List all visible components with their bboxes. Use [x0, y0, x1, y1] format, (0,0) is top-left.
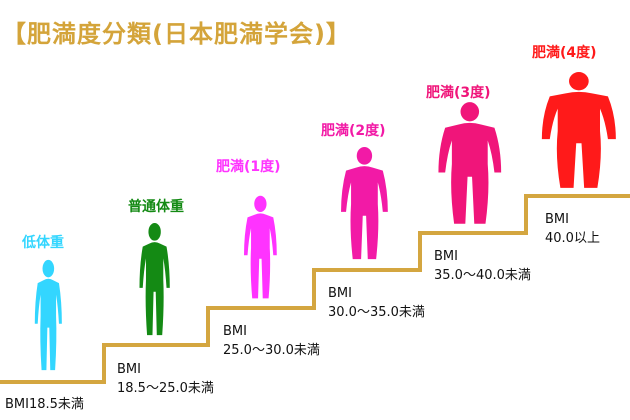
- bmi-range-line2: 25.0〜30.0未満: [223, 343, 320, 358]
- head-shape: [569, 72, 589, 91]
- person-silhouette-icon: [34, 259, 62, 371]
- category-label: 低体重: [22, 235, 64, 251]
- bmi-range-line1: BMI: [223, 324, 247, 339]
- person-silhouette-icon: [139, 222, 171, 336]
- body-shape: [438, 122, 502, 224]
- body-shape: [34, 278, 62, 371]
- head-shape: [356, 146, 372, 165]
- page-title: 【肥満度分類(日本肥満学会)】: [2, 20, 351, 48]
- bmi-range: BMI 35.0〜40.0未満: [434, 247, 531, 285]
- bmi-range: BMI 25.0〜30.0未満: [223, 322, 320, 360]
- bmi-range-line1: BMI: [434, 249, 458, 264]
- head-shape: [460, 102, 480, 122]
- body-shape: [243, 213, 277, 299]
- bmi-range-line2: 18.5〜25.0未満: [117, 381, 214, 396]
- bmi-range: BMI 30.0〜35.0未満: [328, 284, 425, 322]
- staircase-line: [0, 194, 630, 384]
- category-label: 肥満(3度): [426, 85, 491, 101]
- head-shape: [253, 195, 267, 212]
- person-silhouette-icon: [438, 102, 502, 224]
- category-label: 肥満(1度): [216, 159, 281, 175]
- head-shape: [148, 222, 162, 241]
- body-shape: [541, 91, 616, 188]
- bmi-range-line1: BMI18.5未満: [5, 397, 84, 412]
- bmi-range-line1: BMI: [328, 286, 352, 301]
- bmi-range-line2: 35.0〜40.0未満: [434, 268, 531, 283]
- body-shape: [139, 242, 171, 336]
- head-shape: [42, 259, 54, 278]
- bmi-range: BMI 18.5〜25.0未満: [117, 360, 214, 398]
- bmi-range-line1: BMI: [117, 362, 141, 377]
- bmi-range: BMI 40.0以上: [545, 210, 600, 248]
- person-silhouette-icon: [340, 146, 388, 260]
- body-shape: [340, 166, 388, 260]
- category-label: 肥満(4度): [532, 45, 597, 61]
- bmi-range-line2: 40.0以上: [545, 231, 600, 246]
- category-label: 肥満(2度): [321, 123, 386, 139]
- bmi-range-line2: 30.0〜35.0未満: [328, 305, 425, 320]
- bmi-range: BMI18.5未満: [5, 395, 84, 414]
- category-label: 普通体重: [128, 199, 184, 215]
- person-silhouette-icon: [541, 72, 616, 188]
- person-silhouette-icon: [243, 195, 277, 299]
- bmi-range-line1: BMI: [545, 212, 569, 227]
